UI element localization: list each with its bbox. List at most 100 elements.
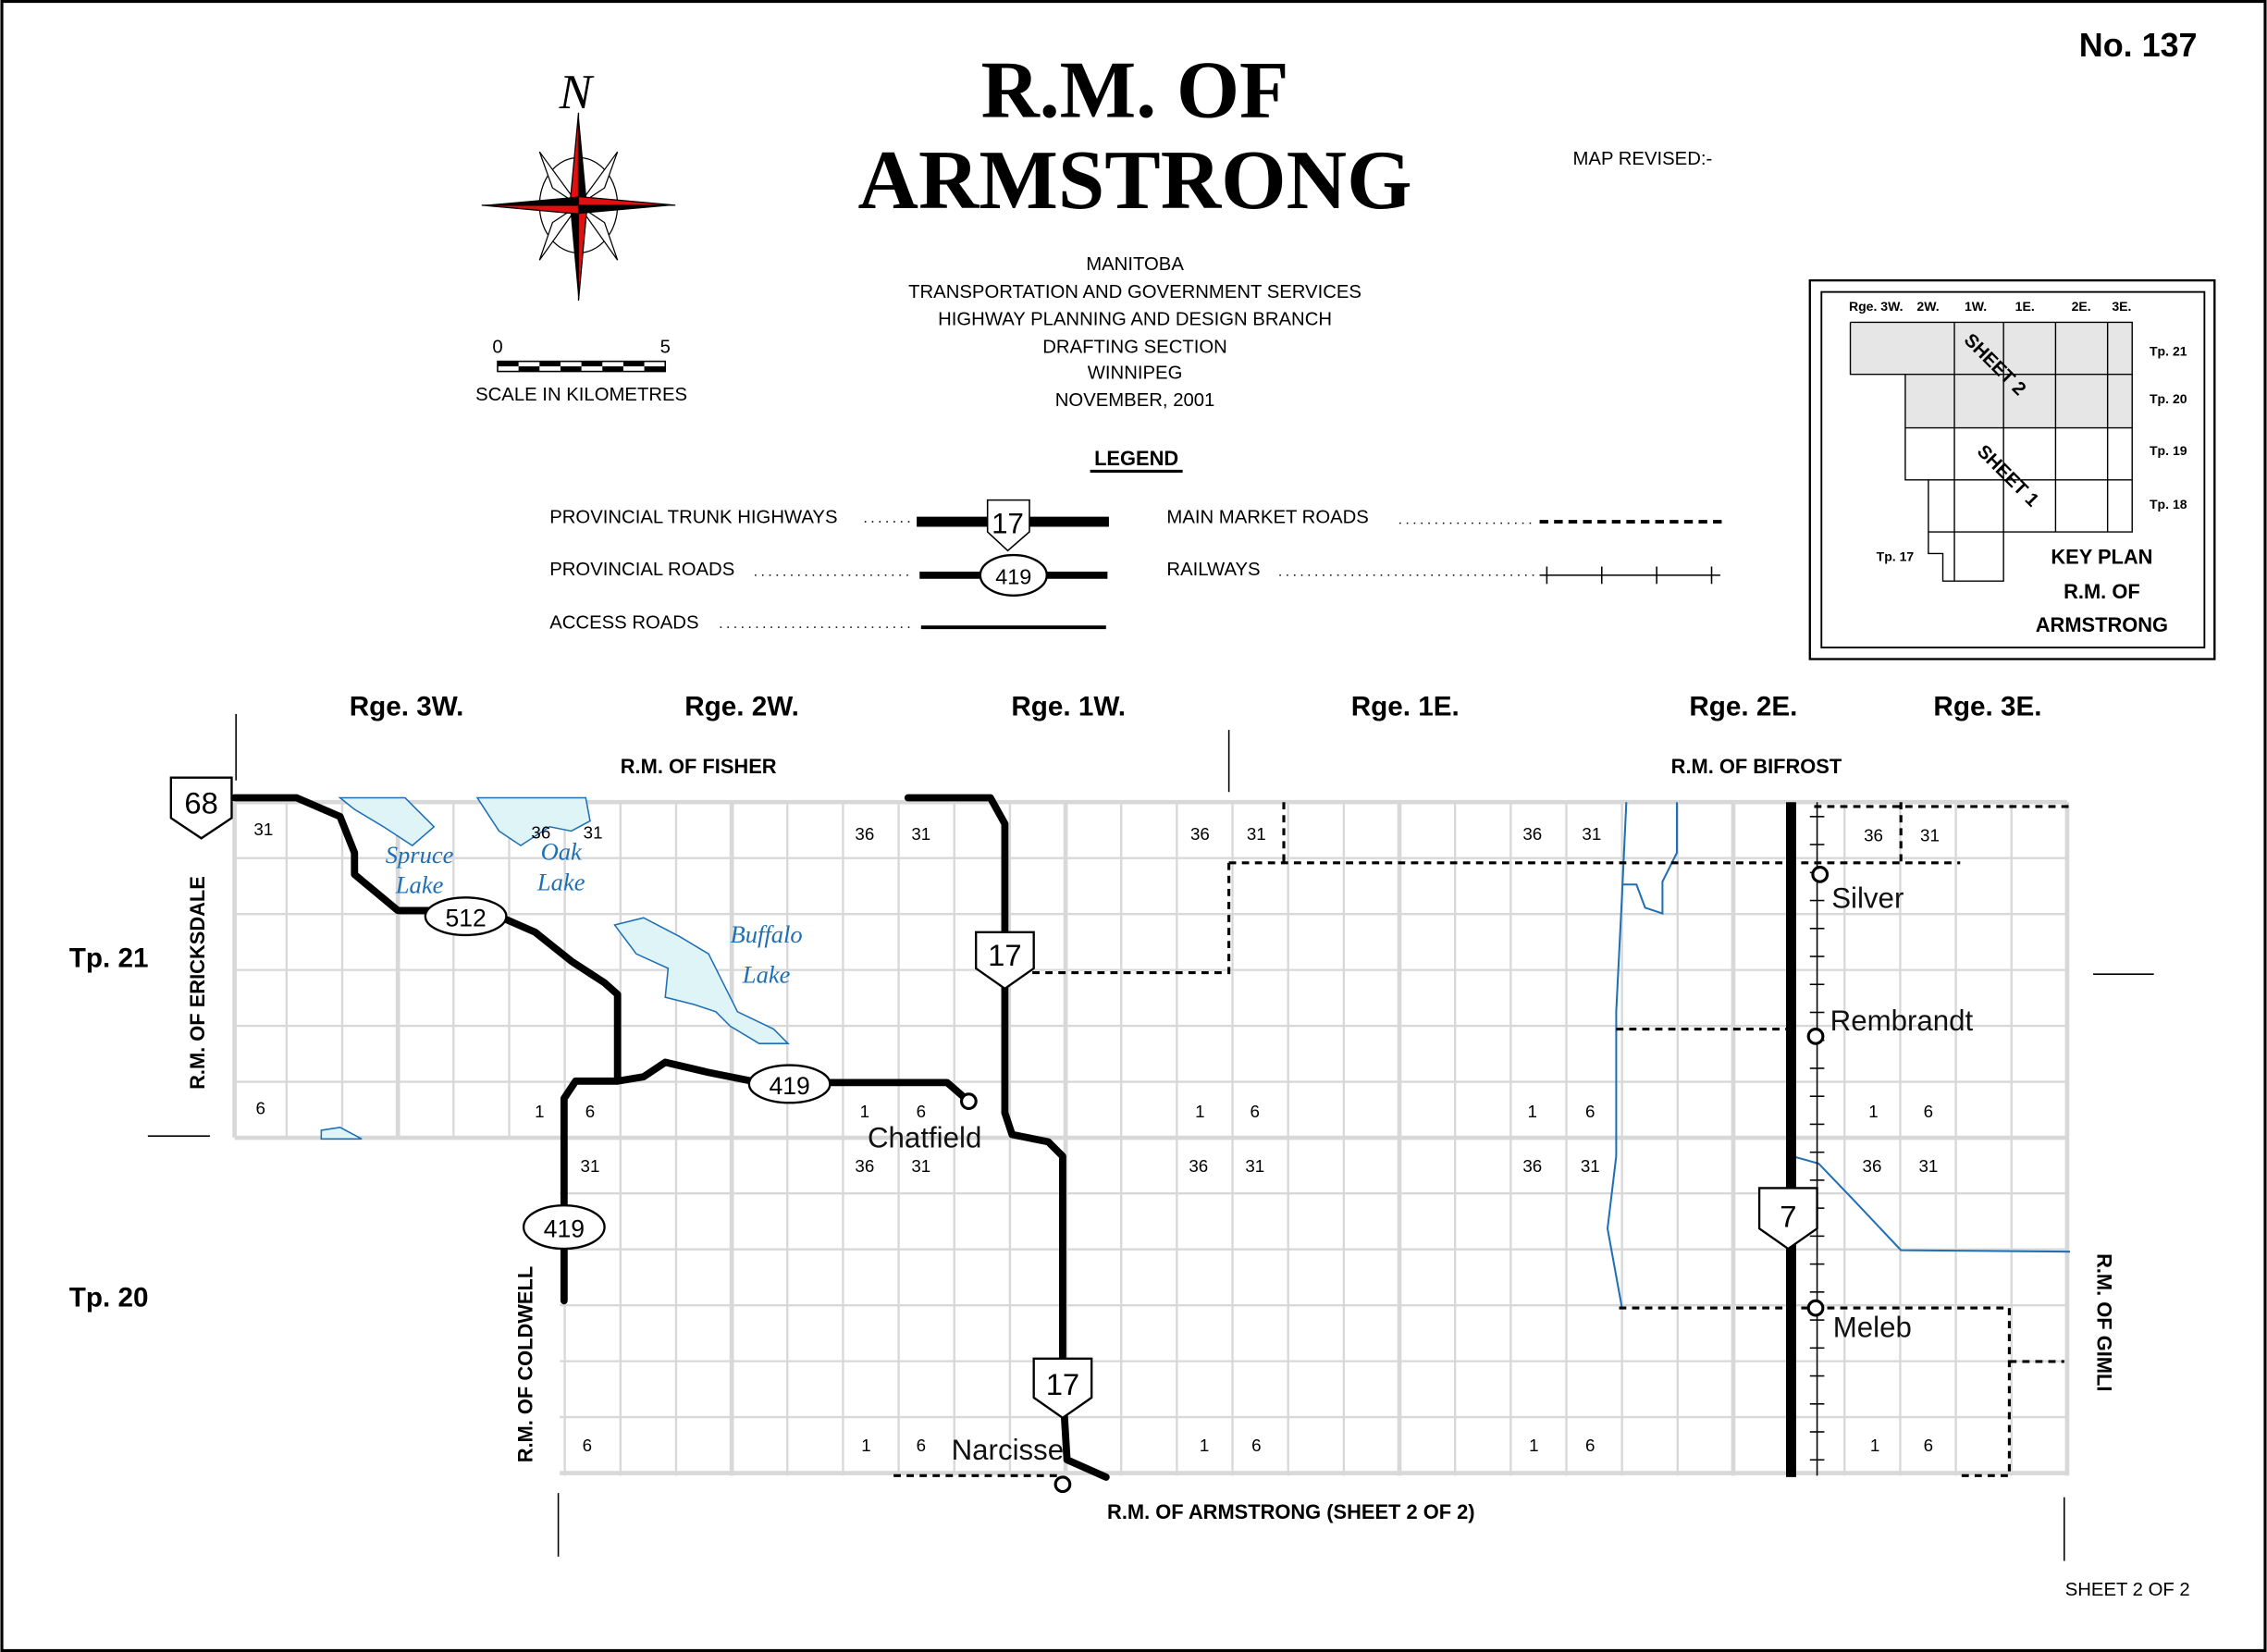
section-number: 31 bbox=[1581, 1156, 1600, 1176]
section-number: 6 bbox=[917, 1436, 926, 1455]
scale-label: SCALE IN KILOMETRES bbox=[475, 385, 687, 405]
highway-68-shield: 68 bbox=[169, 776, 233, 840]
agency-line: TRANSPORTATION AND GOVERNMENT SERVICES bbox=[908, 282, 1361, 302]
section-number: 36 bbox=[1522, 1156, 1542, 1176]
section-numbers: 31 36 31 36 31 36 31 36 31 36 31 6 1 6 1… bbox=[253, 820, 1939, 1455]
highway-68-512-419 bbox=[230, 794, 622, 1305]
agency-line: NOVEMBER, 2001 bbox=[1055, 390, 1215, 411]
shield-number: 17 bbox=[1046, 1367, 1079, 1401]
compass-rose-icon: N bbox=[481, 66, 676, 302]
section-number: 6 bbox=[255, 1099, 265, 1118]
legend-provincial-label: PROVINCIAL ROADS bbox=[549, 560, 734, 580]
key-plan: Rge. 3W. 2W. 1W. 1E. 2E. 3E. Tp. 21 Tp. … bbox=[1808, 278, 2216, 660]
scale-start: 0 bbox=[492, 337, 502, 357]
section-number: 36 bbox=[855, 1156, 874, 1176]
road-512-shield: 512 bbox=[424, 896, 508, 937]
lake-label: Buffalo bbox=[731, 920, 803, 948]
section-number: 31 bbox=[1918, 1156, 1938, 1176]
key-township: Tp. 21 bbox=[2150, 343, 2187, 358]
section-number: 36 bbox=[1864, 825, 1883, 844]
neighbour-gimli: R.M. OF GIMLI bbox=[2093, 1253, 2116, 1391]
lake-label: Lake bbox=[536, 869, 585, 896]
legend-access-label: ACCESS ROADS bbox=[549, 613, 698, 634]
key-range: 3E. bbox=[2112, 299, 2131, 314]
shield-number: 419 bbox=[769, 1072, 809, 1100]
boundary-ticks bbox=[147, 713, 2154, 1561]
range-label: Rge. 2E. bbox=[1689, 691, 1797, 721]
lake-label: Lake bbox=[395, 871, 444, 899]
road-419-shield: 419 bbox=[522, 1203, 606, 1251]
section-number: 36 bbox=[855, 824, 874, 844]
town-chatfield: Chatfield bbox=[868, 1122, 981, 1154]
sheet-number: No. 137 bbox=[2079, 26, 2198, 64]
shield-number: 512 bbox=[445, 905, 486, 932]
range-label: Rge. 1W. bbox=[1011, 691, 1126, 721]
agency-line: WINNIPEG bbox=[1088, 363, 1183, 383]
section-number: 6 bbox=[917, 1102, 926, 1121]
agency-line: HIGHWAY PLANNING AND DESIGN BRANCH bbox=[938, 310, 1332, 330]
shield-number: 17 bbox=[988, 938, 1021, 972]
key-range: 1E. bbox=[2015, 299, 2035, 314]
shield-number: 7 bbox=[1780, 1200, 1796, 1234]
north-letter: N bbox=[559, 66, 595, 119]
buffalo-lake bbox=[613, 917, 790, 1044]
town-dot bbox=[1053, 1475, 1072, 1494]
highway-7-shield: 7 bbox=[1757, 1187, 1818, 1251]
key-range: 2E. bbox=[2072, 299, 2091, 314]
town-rembrandt: Rembrandt bbox=[1830, 1005, 1974, 1037]
highway-17-shield: 17 bbox=[1032, 1357, 1093, 1420]
key-township: Tp. 19 bbox=[2150, 443, 2187, 458]
section-number: 31 bbox=[1582, 824, 1601, 844]
section-number: 6 bbox=[1585, 1436, 1595, 1455]
key-title: R.M. OF bbox=[2064, 580, 2140, 603]
section-number: 1 bbox=[860, 1102, 869, 1121]
agency-line: MANITOBA bbox=[1086, 254, 1184, 275]
section-number: 36 bbox=[1190, 824, 1210, 844]
section-number: 31 bbox=[911, 1156, 930, 1176]
sheet-footer: SHEET 2 OF 2 bbox=[2065, 1580, 2190, 1600]
neighbour-coldwell: R.M. OF COLDWELL bbox=[513, 1266, 536, 1463]
range-label: Rge. 2W. bbox=[684, 691, 799, 721]
town-narcisse: Narcisse bbox=[952, 1434, 1065, 1466]
section-number: 1 bbox=[861, 1436, 870, 1455]
highway-17 bbox=[904, 794, 1110, 1481]
highway-17-shield: 17 bbox=[975, 931, 1035, 991]
title-line-2: ARMSTRONG bbox=[858, 133, 1412, 227]
range-label: Rge. 3W. bbox=[350, 691, 464, 721]
agency-block: MANITOBA TRANSPORTATION AND GOVERNMENT S… bbox=[908, 254, 1361, 411]
section-number: 1 bbox=[535, 1102, 544, 1121]
scale-bar: 0 5 SCALE IN KILOMETRES bbox=[475, 337, 687, 405]
river bbox=[1792, 1155, 2071, 1253]
legend: LEGEND PROVINCIAL TRUNK HIGHWAYS 17 PROV… bbox=[549, 447, 1722, 634]
legend-trunk-shield: 17 bbox=[992, 508, 1024, 540]
key-range: Rge. 3W. bbox=[1849, 299, 1904, 314]
map-revised: MAP REVISED:- bbox=[1573, 149, 1713, 169]
town-meleb: Meleb bbox=[1833, 1311, 1912, 1343]
lake-fragment bbox=[320, 1126, 363, 1140]
section-number: 6 bbox=[583, 1436, 592, 1455]
spruce-lake bbox=[338, 796, 436, 847]
water-features bbox=[320, 796, 2071, 1309]
legend-provincial-shield: 419 bbox=[995, 564, 1031, 588]
lake-label: Spruce bbox=[386, 841, 454, 869]
key-title: KEY PLAN bbox=[2051, 545, 2152, 568]
section-number: 31 bbox=[1247, 824, 1266, 844]
section-number: 36 bbox=[1522, 824, 1542, 844]
neighbour-south: R.M. OF ARMSTRONG (SHEET 2 OF 2) bbox=[1107, 1500, 1475, 1523]
section-number: 6 bbox=[1251, 1436, 1261, 1455]
town-silver: Silver bbox=[1831, 881, 1904, 914]
section-number: 1 bbox=[1195, 1102, 1204, 1121]
section-number: 31 bbox=[911, 824, 930, 844]
town-dot bbox=[1811, 865, 1830, 883]
lake-label: Lake bbox=[742, 961, 791, 989]
section-number: 1 bbox=[1200, 1436, 1209, 1455]
town-markers bbox=[959, 865, 1830, 1494]
township-label: Tp. 20 bbox=[69, 1283, 149, 1313]
key-range: 1W. bbox=[1965, 299, 1987, 314]
main-market-roads bbox=[893, 802, 2071, 1477]
oak-lake bbox=[475, 796, 591, 847]
range-label: Rge. 3E. bbox=[1933, 691, 2041, 721]
agency-line: DRAFTING SECTION bbox=[1042, 337, 1227, 357]
section-number: 6 bbox=[1924, 1436, 1933, 1455]
